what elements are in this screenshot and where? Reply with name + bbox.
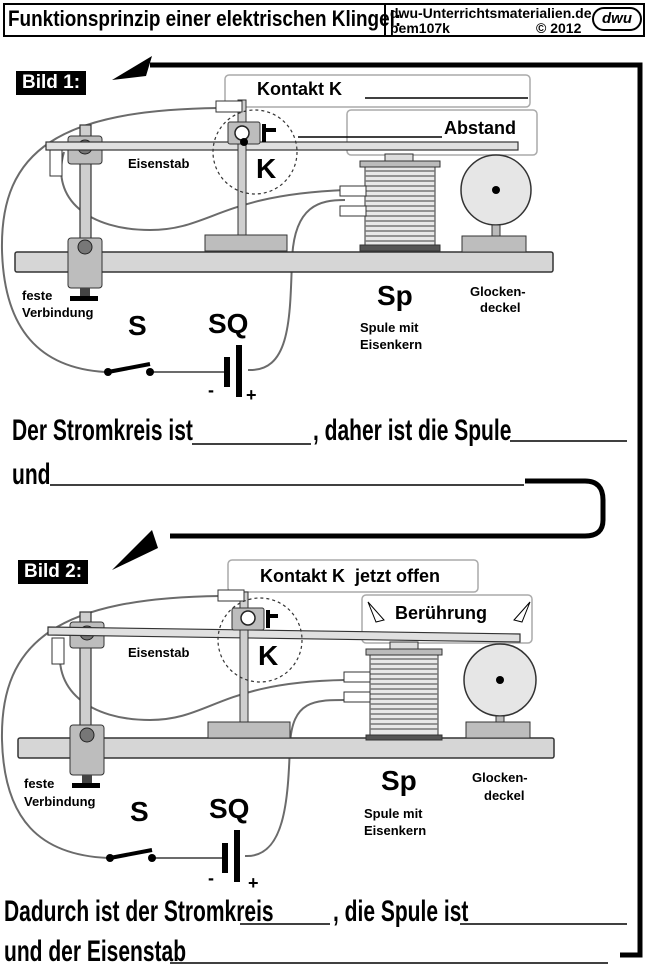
minus-sign-2: - <box>208 868 214 888</box>
sentence-2-part-1: Dadurch ist der Stromkreis <box>4 895 274 928</box>
flow-arrow-1 <box>150 62 643 958</box>
coil-label-2: Sp <box>381 765 417 796</box>
coil-desc-2b: Eisenkern <box>364 823 427 838</box>
fixed-connection-1b: Verbindung <box>22 305 94 320</box>
sentence-1-part-3: und <box>12 458 51 491</box>
source-label-2: SQ <box>209 793 250 824</box>
coil-desc-1a: Spule mit <box>360 320 419 335</box>
answer-lines <box>50 440 627 964</box>
header-frame <box>3 3 645 37</box>
fixed-connection-2a: feste <box>24 776 55 791</box>
plus-sign-1: + <box>246 385 257 405</box>
diagram-2 <box>0 559 555 882</box>
coil-label-1: Sp <box>377 280 413 311</box>
minus-sign-1: - <box>208 380 214 400</box>
plus-sign-2: + <box>248 873 259 893</box>
sentence-2-part-2: , die Spule ist <box>333 895 469 928</box>
iron-rod-label-2: Eisenstab <box>128 645 190 660</box>
diagram-1 <box>0 74 554 397</box>
contact-k-label-2: Kontakt K jetzt offen <box>260 566 440 586</box>
site-name: dwu-Unterrichtsmaterialien.de <box>390 5 592 21</box>
coil-desc-1b: Eisenkern <box>360 337 423 352</box>
contact-letter-1: K <box>256 153 277 184</box>
sentence-2-part-3: und der Eisenstab <box>4 935 187 968</box>
switch-label-2: S <box>130 796 149 827</box>
fixed-connection-2b: Verbindung <box>24 794 96 809</box>
sentence-1-part-2: , daher ist die Spule <box>313 414 512 447</box>
bell-label-1b: deckel <box>480 300 521 315</box>
bell-label-1a: Glocken- <box>470 284 526 299</box>
sentence-1-part-1: Der Stromkreis ist <box>12 414 193 447</box>
dwu-logo: dwu <box>592 7 642 31</box>
arrow-head-1 <box>112 56 152 80</box>
contact-letter-2: K <box>258 640 279 671</box>
switch-label-1: S <box>128 310 147 341</box>
worksheet-code: pem107k <box>390 20 450 36</box>
iron-rod-label-1: Eisenstab <box>128 156 190 171</box>
arrow-head-2 <box>112 530 158 570</box>
gap-label: Abstand <box>444 118 516 138</box>
copyright: © 2012 <box>536 20 582 36</box>
source-label-1: SQ <box>208 308 249 339</box>
bell-label-2b: deckel <box>484 788 525 803</box>
touch-label: Berührung <box>395 603 487 623</box>
page-title: Funktionsprinzip einer elektrischen Klin… <box>8 6 402 31</box>
coil-desc-2a: Spule mit <box>364 806 423 821</box>
bell-label-2a: Glocken- <box>472 770 528 785</box>
header-divider <box>384 3 386 37</box>
contact-k-label-1: Kontakt K <box>257 79 342 99</box>
fixed-connection-1a: feste <box>22 288 53 303</box>
bild-1-badge: Bild 1: <box>16 71 87 95</box>
bild-2-badge: Bild 2: <box>18 560 89 584</box>
